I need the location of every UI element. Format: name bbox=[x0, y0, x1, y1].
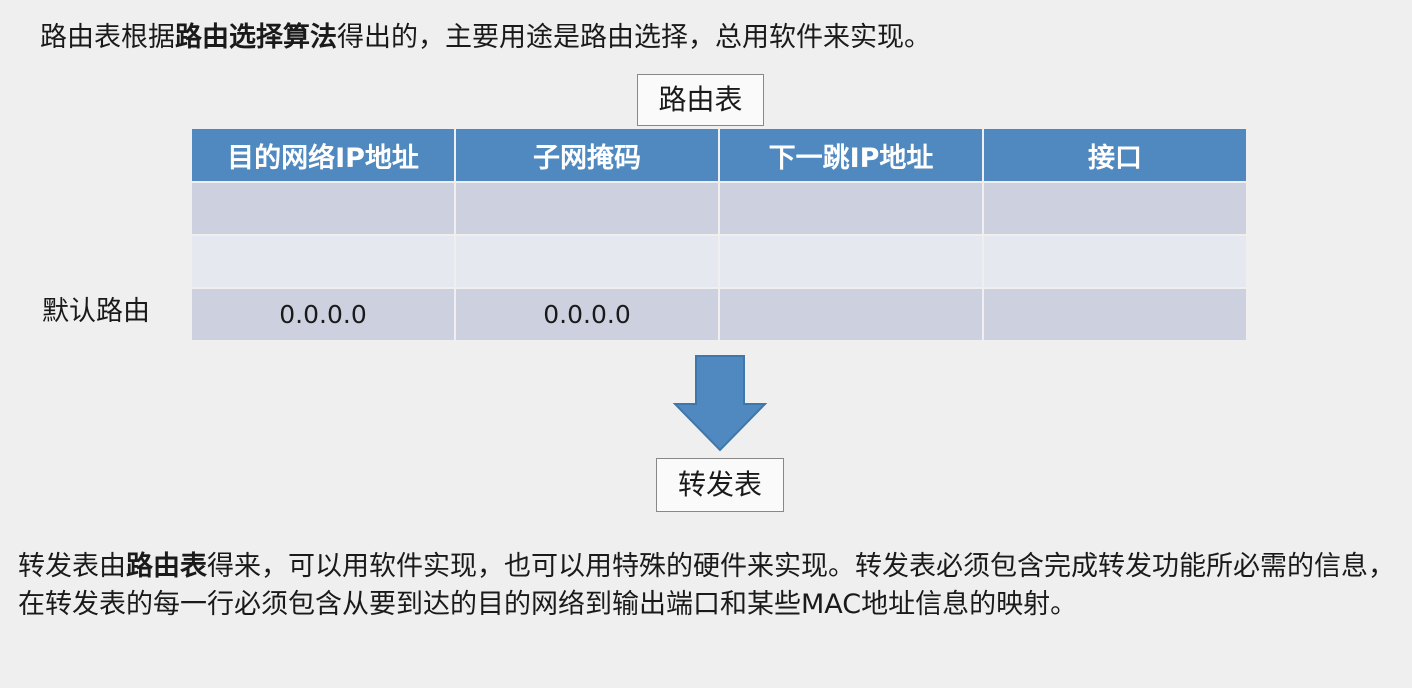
table-cell bbox=[982, 234, 1248, 289]
intro-sentence: 路由表根据路由选择算法得出的，主要用途是路由选择，总用软件来实现。 bbox=[40, 18, 931, 58]
routing-table: 目的网络IP地址 子网掩码 下一跳IP地址 接口 0.0.0.0 0.0.0.0 bbox=[190, 127, 1248, 342]
default-route-dest: 0.0.0.0 bbox=[190, 287, 456, 342]
default-route-row: 0.0.0.0 0.0.0.0 bbox=[190, 287, 1248, 342]
table-cell bbox=[454, 234, 720, 289]
intro-text-1: 路由表根据 bbox=[40, 22, 175, 53]
header-interface: 接口 bbox=[982, 127, 1248, 183]
explanation-paragraph: 转发表由路由表得来，可以用软件实现，也可以用特殊的硬件来实现。转发表必须包含完成… bbox=[18, 548, 1403, 624]
table-cell bbox=[454, 181, 720, 236]
header-dest-ip: 目的网络IP地址 bbox=[190, 127, 456, 183]
default-route-label: 默认路由 bbox=[42, 296, 150, 327]
table-cell bbox=[718, 181, 984, 236]
table-cell bbox=[718, 234, 984, 289]
header-next-hop: 下一跳IP地址 bbox=[718, 127, 984, 183]
table-cell bbox=[982, 181, 1248, 236]
table-row bbox=[190, 181, 1248, 236]
table-cell bbox=[190, 234, 456, 289]
intro-text-2: 得出的，主要用途是路由选择，总用软件来实现。 bbox=[337, 22, 931, 53]
table-cell bbox=[718, 287, 984, 342]
explanation-text-bold: 路由表 bbox=[126, 551, 207, 582]
default-route-mask: 0.0.0.0 bbox=[454, 287, 720, 342]
header-subnet-mask: 子网掩码 bbox=[454, 127, 720, 183]
explanation-text-1: 转发表由 bbox=[18, 551, 126, 582]
table-cell bbox=[982, 287, 1248, 342]
forwarding-table-label: 转发表 bbox=[656, 458, 784, 512]
intro-text-bold: 路由选择算法 bbox=[175, 22, 337, 53]
down-arrow-icon bbox=[673, 355, 767, 452]
explanation-text-2: 得来，可以用软件实现，也可以用特殊的硬件来实现。转发表必须包含完成转发功能所必需… bbox=[18, 551, 1395, 620]
table-row bbox=[190, 234, 1248, 289]
table-header-row: 目的网络IP地址 子网掩码 下一跳IP地址 接口 bbox=[190, 127, 1248, 183]
table-cell bbox=[190, 181, 456, 236]
routing-table-label: 路由表 bbox=[637, 74, 764, 126]
